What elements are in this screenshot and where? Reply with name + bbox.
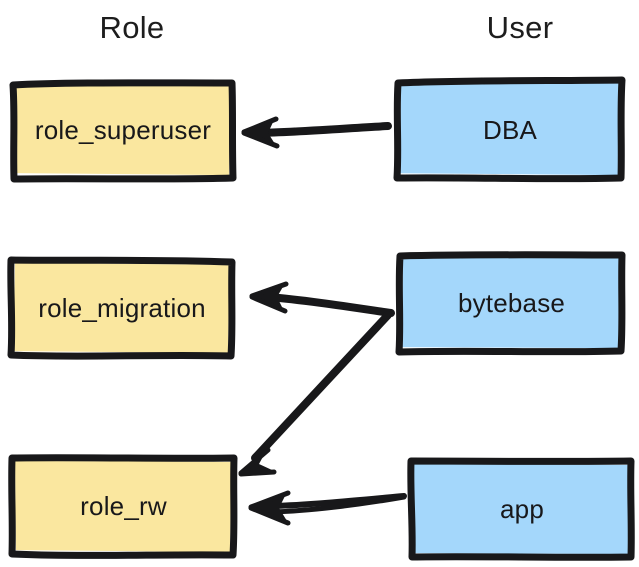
node-role-superuser[interactable]: role_superuser [9,79,237,183]
column-title-user: User [486,10,554,45]
node-label: role_migration [38,292,206,323]
node-label: app [500,493,544,524]
node-role-rw[interactable]: role_rw [8,454,238,559]
node-user-dba[interactable]: DBA [393,76,626,183]
node-label: role_superuser [34,115,212,145]
edge-bytebase-to-role-migration [249,281,395,317]
edge-dba-to-role-superuser [241,116,392,149]
node-role-migration[interactable]: role_migration [7,256,236,360]
column-title-role: Role [99,10,165,45]
node-label: bytebase [457,288,566,318]
node-label: DBA [482,114,538,145]
edge-app-to-role-rw [248,490,407,526]
node-label: role_rw [80,491,167,521]
node-user-app[interactable]: app [407,457,635,561]
edge-bytebase-to-role-rw [238,311,392,477]
node-user-bytebase[interactable]: bytebase [395,251,626,356]
